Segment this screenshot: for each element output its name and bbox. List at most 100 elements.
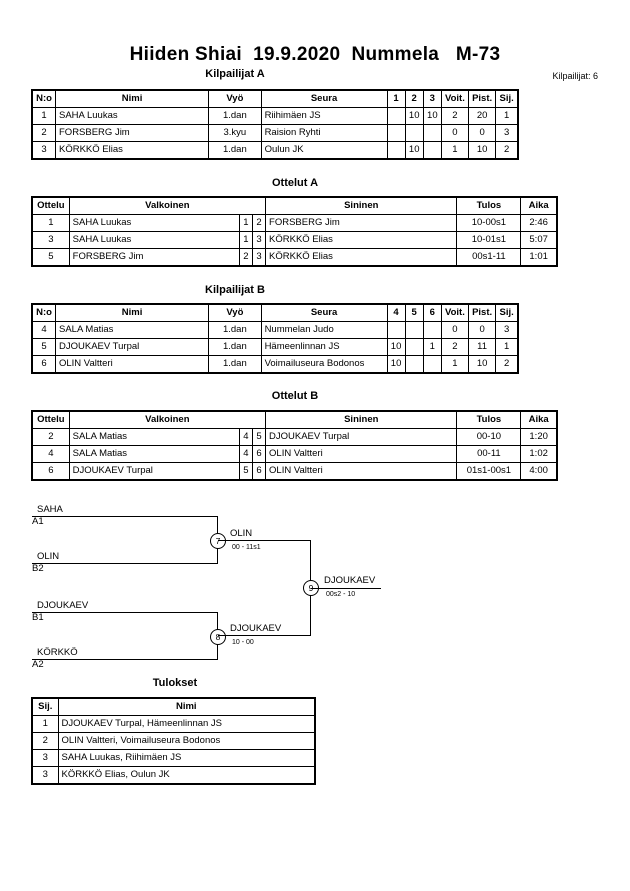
- cell-blue-no: 5: [251, 428, 267, 446]
- col-score-6: 6: [422, 303, 442, 322]
- cell-belt: 1.dan: [208, 338, 262, 356]
- table-header-row: Ottelu Valkoinen Sininen Tulos Aika: [31, 410, 558, 429]
- cell-score: 1: [422, 338, 442, 356]
- cell-result: 10-00s1: [456, 214, 522, 232]
- cell-name: OLIN Valtteri: [54, 355, 210, 374]
- table-row: 2 SALA Matias 4 5 DJOUKAEV Turpal 00-10 …: [31, 428, 558, 446]
- bracket-entry-semi2-top: DJOUKAEV: [37, 600, 89, 611]
- col-voit: Voit.: [440, 89, 469, 108]
- col-score-3: 3: [422, 89, 442, 108]
- cell-result: 00s1-11: [456, 248, 522, 267]
- match-8-marker: 8: [210, 629, 226, 645]
- cell-club: Oulun JK: [260, 141, 388, 160]
- cell-name: SAHA Luukas, Riihimäen JS: [57, 749, 316, 767]
- bracket-seed-a1: A1: [32, 516, 44, 527]
- cell-score: [422, 355, 442, 374]
- cell-match-no: 2: [31, 428, 70, 446]
- cell-white: SALA Matias: [68, 428, 240, 446]
- table-row: 5 DJOUKAEV Turpal 1.dan Hämeenlinnan JS …: [31, 338, 519, 356]
- section-title-kilpailijat-b: Kilpailijat B: [205, 284, 265, 296]
- cell-match-no: 1: [31, 214, 70, 232]
- cell-pist: 11: [467, 338, 497, 356]
- table-row: 4 SALA Matias 4 6 OLIN Valtteri 00-11 1:…: [31, 445, 558, 463]
- bracket-seed-a2: A2: [32, 659, 44, 670]
- table-row: 1 SAHA Luukas 1 2 FORSBERG Jim 10-00s1 2…: [31, 214, 558, 232]
- match-8-winner: DJOUKAEV: [230, 623, 282, 634]
- cell-sij: 3: [495, 124, 519, 142]
- col-belt: Vyö: [208, 89, 262, 108]
- cell-score: [386, 107, 406, 125]
- col-no: N:o: [31, 303, 56, 322]
- cell-white: SALA Matias: [68, 445, 240, 463]
- col-ottelu: Ottelu: [31, 410, 70, 429]
- cell-score: [404, 338, 424, 356]
- col-score-1: 1: [386, 89, 406, 108]
- cell-belt: 1.dan: [208, 321, 262, 339]
- col-club: Seura: [260, 303, 388, 322]
- col-white: Valkoinen: [68, 196, 267, 215]
- col-name: Nimi: [54, 303, 210, 322]
- results-table: Sij. Nimi 1 DJOUKAEV Turpal, Hämeenlinna…: [31, 697, 316, 785]
- table-row: 6 OLIN Valtteri 1.dan Voimailuseura Bodo…: [31, 355, 519, 374]
- cell-score: 10: [422, 107, 442, 125]
- table-row: 6 DJOUKAEV Turpal 5 6 OLIN Valtteri 01s1…: [31, 462, 558, 481]
- table-row: 3 SAHA Luukas 1 3 KÖRKKÖ Elias 10-01s1 5…: [31, 231, 558, 249]
- cell-name: FORSBERG Jim: [54, 124, 210, 142]
- cell-voit: 2: [440, 338, 469, 356]
- cell-time: 2:46: [520, 214, 558, 232]
- bracket-seed-b2: B2: [32, 563, 44, 574]
- cell-score: [386, 124, 406, 142]
- cell-score: [422, 321, 442, 339]
- cell-blue: KÖRKKÖ Elias: [265, 248, 458, 267]
- bracket-seed-b1: B1: [32, 612, 44, 623]
- col-name: Nimi: [57, 697, 316, 716]
- section-title-tulokset: Tulokset: [152, 677, 198, 689]
- cell-score: 10: [404, 141, 424, 160]
- cell-score: [422, 141, 442, 160]
- matches-table-b: Ottelu Valkoinen Sininen Tulos Aika 2 SA…: [31, 410, 558, 481]
- table-row: 2 FORSBERG Jim 3.kyu Raision Ryhti 0 0 3: [31, 124, 519, 142]
- cell-score: [422, 124, 442, 142]
- cell-time: 1:02: [520, 445, 558, 463]
- cell-voit: 0: [440, 321, 469, 339]
- cell-pist: 10: [467, 355, 497, 374]
- table-row: 4 SALA Matias 1.dan Nummelan Judo 0 0 3: [31, 321, 519, 339]
- cell-white-no: 1: [238, 231, 253, 249]
- cell-no: 5: [31, 338, 56, 356]
- cell-sij: 1: [31, 715, 59, 733]
- cell-voit: 0: [440, 124, 469, 142]
- cell-match-no: 6: [31, 462, 70, 481]
- cell-blue: FORSBERG Jim: [265, 214, 458, 232]
- cell-pist: 0: [467, 321, 497, 339]
- col-time: Aika: [520, 410, 558, 429]
- cell-name: KÖRKKÖ Elias, Oulun JK: [57, 766, 316, 785]
- cell-sij: 2: [495, 141, 519, 160]
- match-9-score: 00s2 - 10: [326, 591, 356, 598]
- col-sij: Sij.: [495, 303, 519, 322]
- match-7-winner: OLIN: [230, 528, 253, 539]
- bracket-entry-semi1-top: SAHA: [37, 504, 63, 515]
- match-8-score: 10 - 00: [232, 639, 254, 646]
- cell-white: FORSBERG Jim: [68, 248, 240, 267]
- match-9-winner: DJOUKAEV: [324, 575, 376, 586]
- cell-result: 00-11: [456, 445, 522, 463]
- col-result: Tulos: [456, 410, 522, 429]
- cell-voit: 1: [440, 355, 469, 374]
- table-header-row: Ottelu Valkoinen Sininen Tulos Aika: [31, 196, 558, 215]
- table-row: 5 FORSBERG Jim 2 3 KÖRKKÖ Elias 00s1-11 …: [31, 248, 558, 267]
- cell-score: [386, 321, 406, 339]
- section-title-ottelut-b: Ottelut B: [271, 390, 319, 402]
- cell-name: KÖRKKÖ Elias: [54, 141, 210, 160]
- col-blue: Sininen: [265, 196, 458, 215]
- cell-no: 1: [31, 107, 56, 125]
- cell-belt: 1.dan: [208, 355, 262, 374]
- cell-sij: 1: [495, 107, 519, 125]
- cell-pist: 20: [467, 107, 497, 125]
- cell-white-no: 5: [238, 462, 253, 481]
- col-score-5: 5: [404, 303, 424, 322]
- cell-belt: 1.dan: [208, 107, 262, 125]
- col-pist: Pist.: [467, 303, 497, 322]
- cell-belt: 1.dan: [208, 141, 262, 160]
- bracket-entry-semi2-bottom: KÖRKKÖ: [37, 647, 78, 658]
- col-sij: Sij.: [495, 89, 519, 108]
